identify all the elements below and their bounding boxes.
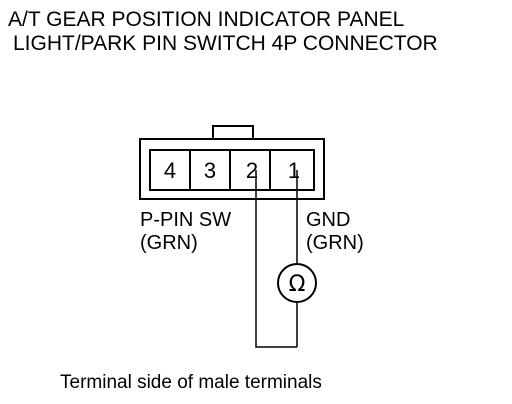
pin-number-2: 2: [246, 158, 258, 183]
pin-number-1: 1: [288, 158, 300, 183]
connector-lock-tab: [212, 125, 254, 141]
title-line-2: LIGHT/PARK PIN SWITCH 4P CONNECTOR: [13, 32, 438, 55]
terminal-1-cavity: [269, 149, 315, 191]
gnd-wire-color: (GRN): [306, 232, 364, 254]
ohmmeter-icon: Ω: [277, 263, 317, 303]
test-lead-pin-2: [255, 170, 297, 348]
terminal-cavities: [149, 149, 315, 191]
pin-number-4: 4: [164, 158, 176, 183]
p-pin-sw-wire-color: (GRN): [140, 232, 198, 254]
ohm-symbol: Ω: [289, 272, 306, 297]
gnd-label: GND: [306, 209, 350, 231]
terminal-side-caption: Terminal side of male terminals: [60, 372, 322, 393]
p-pin-sw-label: P-PIN SW: [140, 209, 231, 231]
title-line-1: A/T GEAR POSITION INDICATOR PANEL: [8, 8, 404, 31]
pin-number-3: 3: [204, 158, 216, 183]
